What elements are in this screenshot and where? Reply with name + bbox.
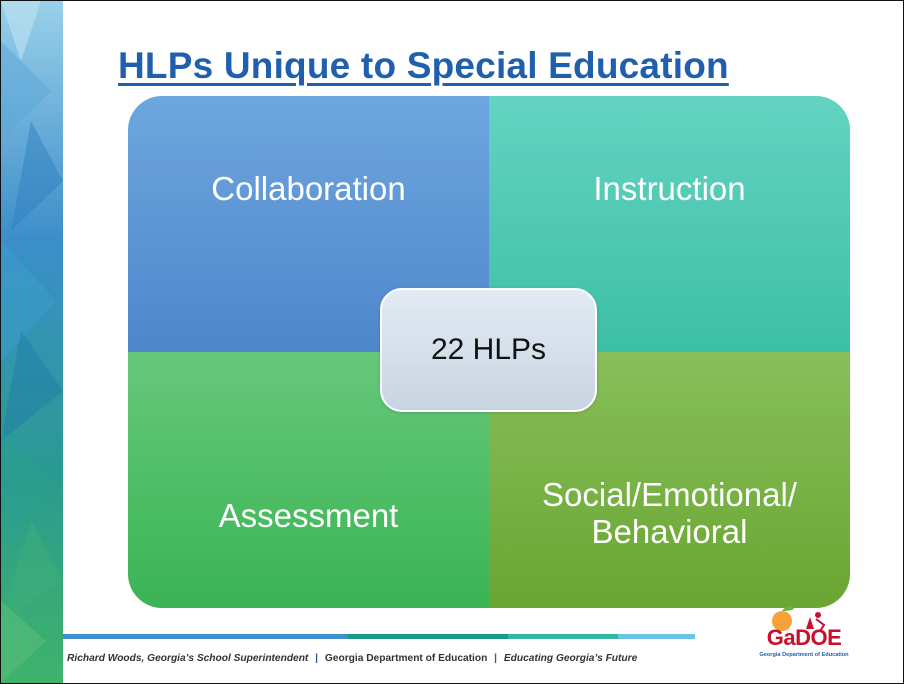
- decorative-left-band: [1, 1, 63, 683]
- gadoe-logo: GaDOE Georgia Department of Education: [758, 603, 850, 665]
- footer-separator: |: [315, 653, 319, 664]
- footer-department: Georgia Department of Education: [324, 653, 488, 664]
- peach-icon: [772, 606, 826, 632]
- center-hlp-count: 22 HLPs: [380, 288, 597, 412]
- logo-text: GaDOE: [766, 625, 842, 650]
- footer-tagline: Educating Georgia’s Future: [503, 653, 638, 664]
- footer-text: Richard Woods, Georgia’s School Superint…: [67, 653, 637, 664]
- footer-separator-2: |: [494, 653, 498, 664]
- quadrant-social-emotional-behavioral-label: Social/Emotional/ Behavioral: [542, 476, 797, 550]
- footer-superintendent: Richard Woods, Georgia’s School Superint…: [67, 653, 309, 664]
- quadrant-instruction: Instruction: [489, 96, 850, 352]
- slide-title: HLPs Unique to Special Education: [118, 45, 729, 86]
- logo-subtitle: Georgia Department of Education: [759, 652, 849, 658]
- footer-color-bar: [63, 634, 695, 639]
